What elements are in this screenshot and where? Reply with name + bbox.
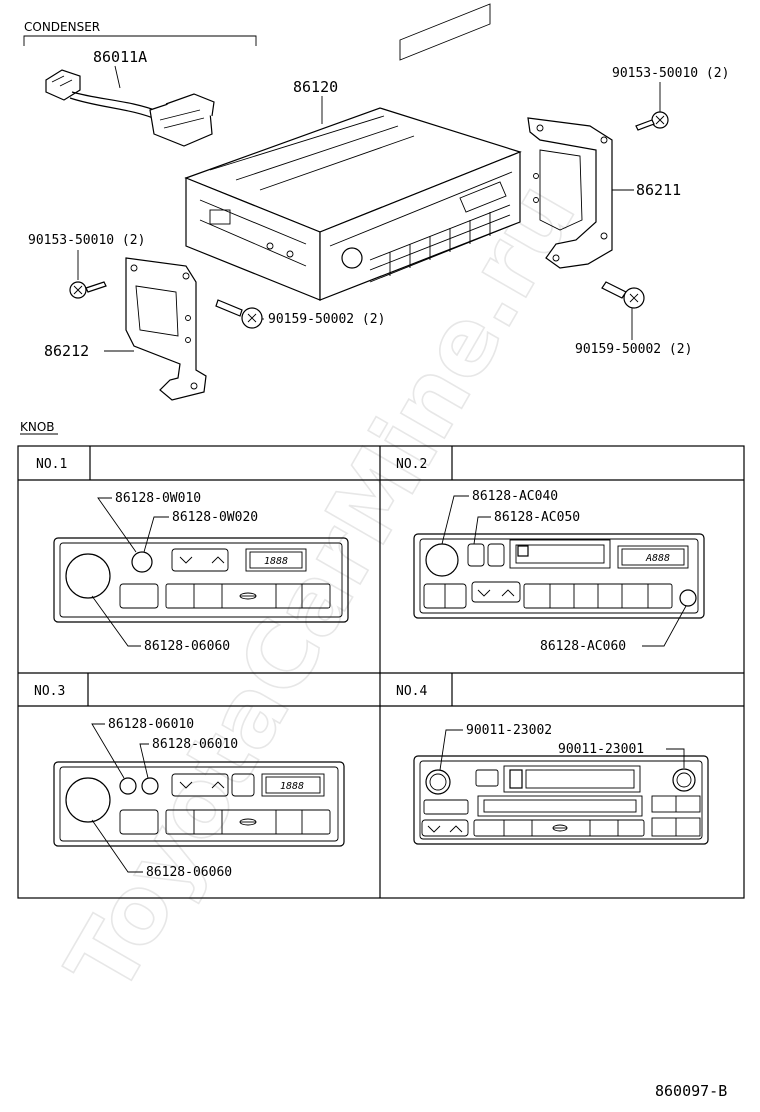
panel-1-display: 1888	[264, 556, 288, 567]
condenser-section-label: CONDENSER	[24, 20, 100, 34]
panel-1-callout-2: 86128-0W020	[172, 510, 258, 525]
panel-2-display: A888	[645, 553, 670, 564]
panel-2-callout-1: 86128-AC040	[472, 489, 558, 504]
bolt-right	[601, 281, 645, 309]
panel-1-radio-face: 1888	[53, 537, 349, 623]
panel-3-callout-2: 86128-06010	[152, 737, 238, 752]
condenser-harness	[45, 69, 215, 147]
panel-2-callout-2: 86128-AC050	[494, 510, 580, 525]
footer-diagram-code: 860097-B	[655, 1082, 727, 1100]
panel-1-title: NO.1	[36, 457, 67, 472]
panel-3-callout-3: 86128-06060	[146, 865, 232, 880]
label-screw-left: 90153-50010 (2)	[28, 233, 145, 248]
bolt-center	[215, 299, 263, 329]
panel-1-callout-3: 86128-06060	[144, 639, 230, 654]
panel-3-title: NO.3	[34, 684, 65, 699]
condenser-bracket-line	[23, 35, 257, 46]
panel-2-callout-3: 86128-AC060	[540, 639, 626, 654]
bracket-86211	[527, 117, 613, 269]
knob-section-label: KNOB	[20, 420, 55, 434]
screw-top-right	[635, 111, 669, 131]
label-86120: 86120	[293, 78, 338, 96]
label-bolt-center: 90159-50002 (2)	[268, 312, 385, 327]
label-86211: 86211	[636, 181, 681, 199]
panel-4-callout-1: 90011-23002	[466, 723, 552, 738]
label-screw-top-right: 90153-50010 (2)	[612, 66, 729, 81]
panel-2-radio-face: A888	[413, 533, 705, 619]
panel-3-callout-1: 86128-06010	[108, 717, 194, 732]
label-86011A: 86011A	[93, 48, 147, 66]
panel-1-callout-1: 86128-0W010	[115, 491, 201, 506]
knob-table	[17, 445, 745, 899]
panel-2-title: NO.2	[396, 457, 427, 472]
radio-unit-86120	[184, 3, 522, 301]
panel-4-radio-face	[413, 755, 709, 845]
bracket-86212	[125, 257, 207, 401]
label-86212: 86212	[44, 342, 89, 360]
panel-4-title: NO.4	[396, 684, 427, 699]
panel-4-callout-2: 90011-23001	[558, 742, 644, 757]
panel-3-display: 1888	[280, 781, 304, 792]
screw-left	[69, 281, 107, 299]
label-bolt-right: 90159-50002 (2)	[575, 342, 692, 357]
panel-3-radio-face: 1888	[53, 761, 345, 847]
